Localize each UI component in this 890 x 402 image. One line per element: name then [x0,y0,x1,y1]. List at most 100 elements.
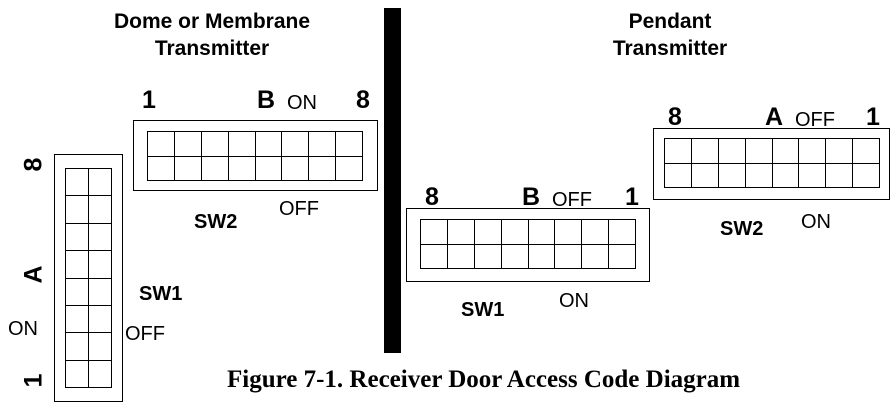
dip-switch [148,132,175,180]
dip-switch-half [609,245,635,269]
left-sw1-right-state: OFF [125,323,165,345]
right-sw2-body [653,128,890,200]
dip-switch-half [529,245,555,269]
dip-switch [528,220,556,269]
dip-switch-half [799,164,825,188]
dip-switch [174,132,202,181]
dip-switch-half [89,361,111,387]
dip-switch [555,220,583,269]
dip-switch [474,220,502,269]
dip-switch-half [256,157,282,181]
left-sw2-num-right: 8 [356,86,370,114]
dip-switch-half [336,157,362,181]
dip-switch-half [502,245,528,269]
dip-switch-half [719,164,745,188]
dip-switch [718,139,746,188]
dip-switch [772,139,800,188]
dip-switch-half [448,245,474,269]
dip-switch [66,360,111,387]
left-title: Dome or Membrane Transmitter [72,8,352,62]
dip-switch-half [89,333,111,359]
dip-switch-half [474,220,501,245]
right-title-line2: Transmitter [612,37,728,60]
dip-switch-half [691,139,718,164]
dip-switch-half [66,196,89,223]
figure-caption: Figure 7-1. Receiver Door Access Code Di… [227,366,741,393]
dip-switch-half [229,157,255,181]
dip-switch-half [853,139,879,164]
dip-switch-half [582,245,608,269]
dip-switch-half [89,169,111,195]
dip-switch [826,139,854,188]
right-sw1-letter: B [522,183,541,211]
dip-switch [66,223,111,252]
dip-switch-half [66,278,89,305]
dip-switch-half [174,132,201,157]
dip-switch-half [555,220,582,245]
dip-switch-half [799,139,826,164]
dip-switch [255,132,283,181]
left-sw1-num-top-text: 8 [19,157,48,172]
dip-switch [66,333,111,361]
left-sw2-num-left: 1 [142,86,156,114]
dip-switch-half [175,157,201,181]
dip-switch [665,139,692,187]
left-sw1-letter: A [19,260,48,289]
left-sw1-switches [65,168,112,388]
right-sw2-num-left: 8 [668,103,682,131]
dip-switch-half [89,224,111,250]
left-sw2-letter: B [257,86,276,114]
dip-switch-half [475,245,501,269]
dip-switch [336,132,362,180]
left-sw1-num-bottom-text: 1 [19,373,48,388]
left-sw2-bottom-state: OFF [279,198,319,220]
dip-switch-half [853,164,879,188]
dip-switch-half [309,157,335,181]
dip-switch-half [555,245,581,269]
right-sw1-num-right: 1 [625,183,639,211]
dip-switch [66,278,111,306]
dip-switch [609,220,635,268]
dip-switch-half [66,223,89,251]
right-sw2-label: SW2 [720,218,764,240]
dip-switch-half [773,164,799,188]
dip-switch-half [582,220,609,245]
right-sw2-num-right: 1 [866,103,880,131]
dip-switch-half [89,251,111,277]
dip-switch-half [201,132,228,157]
dip-switch-half [148,132,174,157]
dip-switch [691,139,719,187]
left-title-line2: Transmitter [154,37,270,60]
dip-switch-half [336,132,362,157]
dip-switch-half [66,305,89,333]
dip-switch-half [89,306,111,332]
dip-switch-half [826,164,852,188]
right-sw2-bottom-state: ON [801,211,831,233]
dip-switch-half [66,360,89,387]
dip-switch-half [66,333,89,360]
vertical-divider [384,8,401,353]
dip-switch-half [718,139,745,164]
dip-switch [66,305,111,334]
dip-switch-half [826,139,853,164]
dip-switch-half [282,132,309,157]
left-sw2-top-state: ON [287,92,317,114]
dip-switch-half [255,132,282,157]
dip-switch [282,132,310,180]
dip-switch [201,132,229,181]
right-sw1-top-state: OFF [552,189,592,211]
right-sw1-num-left: 8 [425,183,439,211]
right-sw1-bottom-state: ON [559,290,589,312]
dip-switch-half [745,139,772,164]
dip-switch [582,220,610,269]
dip-switch [309,132,337,181]
dip-switch [421,220,448,268]
dip-switch-half [202,157,228,181]
right-title-line1: Pendant [628,10,712,33]
dip-switch-half [89,196,111,222]
dip-switch-half [228,132,255,157]
dip-switch-half [665,139,691,164]
dip-switch-half [421,245,447,269]
left-sw1-letter-text: A [19,265,48,284]
